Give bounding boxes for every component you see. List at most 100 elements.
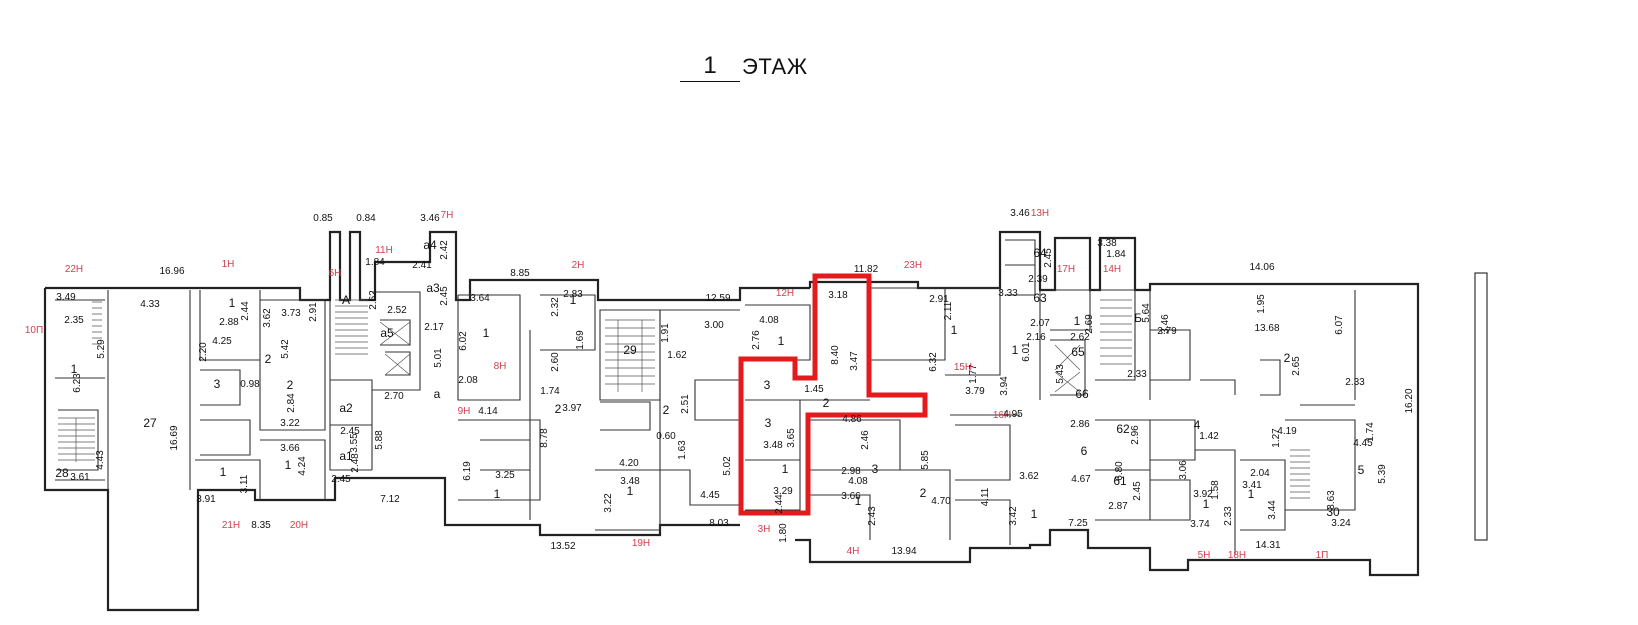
room-dimension: 2.84	[286, 393, 297, 413]
room-dimension: 3.00	[704, 320, 724, 331]
room-dimension: 3.79	[965, 386, 985, 397]
unit-label: 5Н	[1198, 550, 1211, 561]
room-number: 1	[782, 462, 789, 476]
room-dimension: 3.97	[562, 403, 582, 414]
unit-label: 3Н	[758, 524, 771, 535]
room-dimension: 2.76	[751, 330, 762, 350]
unit-label: 22Н	[65, 264, 83, 275]
room-dimension: 6.07	[1334, 315, 1345, 335]
room-dimension: 2.42	[439, 240, 450, 260]
room-number: 1	[627, 484, 634, 498]
plan-title: 1 ЭТАЖ	[680, 52, 860, 88]
room-dimension: 2.39	[1028, 274, 1048, 285]
room-number: 1	[1074, 314, 1081, 328]
room-number: 66	[1075, 387, 1089, 401]
room-number: а3	[426, 281, 440, 295]
room-dimension: 2.33	[1345, 377, 1365, 388]
room-number: 65	[1071, 345, 1085, 359]
unit-label: 4Н	[847, 546, 860, 557]
room-dimension: 4.95	[1003, 409, 1023, 420]
room-number: А	[342, 293, 350, 307]
room-number: 1	[494, 487, 501, 501]
room-dimension: 3.62	[262, 308, 273, 328]
room-dimension: 3.63	[1326, 490, 1337, 510]
bottom-dimension: 7.12	[380, 494, 400, 505]
room-number: 2	[265, 352, 272, 366]
bottom-dimension: 8.03	[709, 518, 729, 529]
room-dimension: 2.69	[1084, 314, 1095, 334]
room-number: Б	[1134, 311, 1142, 325]
unit-label: 21Н	[222, 520, 240, 531]
overall-right-dimension: 16.20	[1404, 388, 1415, 413]
unit-label: 8Н	[494, 361, 507, 372]
room-dimension: 3.65	[786, 428, 797, 448]
top-dimension: 14.06	[1249, 262, 1274, 273]
room-dimension: 1.91	[660, 323, 671, 343]
highlighted-unit-outline	[738, 273, 928, 516]
room-dimension: 3.11	[239, 474, 250, 493]
room-number: а	[434, 387, 441, 401]
room-dimension: 2.60	[550, 352, 561, 372]
top-dimension: 1.84	[365, 257, 385, 268]
room-dimension: 2.45	[340, 426, 360, 437]
room-dimension: 2.33	[1223, 506, 1234, 526]
room-dimension: 1.74	[1365, 422, 1376, 442]
room-dimension: 2.88	[219, 317, 239, 328]
room-dimension: 4.67	[1071, 474, 1091, 485]
room-number: а2	[339, 401, 353, 415]
room-number: 3	[872, 462, 879, 476]
top-dimension: 0.85	[313, 213, 333, 224]
room-number: 1	[1248, 487, 1255, 501]
room-dimension: 1.42	[1199, 431, 1219, 442]
room-dimension: 6.23	[72, 373, 83, 393]
top-dimension: 12.59	[705, 293, 730, 304]
room-dimension: 3.47	[849, 351, 860, 371]
room-number: 2	[1284, 351, 1291, 365]
top-dimension: 0.84	[356, 213, 376, 224]
room-dimension: 3.66	[841, 491, 861, 502]
room-dimension: 2.43	[867, 506, 878, 526]
room-number: 1	[778, 334, 785, 348]
room-dimension: 2.45	[1043, 248, 1054, 268]
room-dimension: 3.22	[603, 493, 614, 513]
room-dimension: 2.45	[331, 474, 351, 485]
room-dimension: 1.77	[968, 364, 979, 384]
room-dimension: 1.74	[540, 386, 560, 397]
unit-label: 18Н	[1228, 550, 1246, 561]
room-dimension: 3.66	[280, 443, 300, 454]
room-dimension: 2.44	[240, 301, 251, 321]
unit-label: 23Н	[904, 260, 922, 271]
room-dimension: 1.63	[677, 440, 688, 460]
room-number: 6	[1081, 444, 1088, 458]
top-dimension: 11.82	[854, 264, 879, 275]
unit-label: 10П	[25, 325, 43, 336]
room-dimension: 3.74	[1190, 519, 1210, 530]
room-number: 2	[287, 378, 294, 392]
room-dimension: 2.07	[1030, 318, 1050, 329]
room-dimension: 1.27	[1271, 428, 1282, 448]
room-dimension: 8.78	[539, 428, 550, 448]
room-dimension: 16.69	[169, 425, 180, 450]
room-dimension: 0.98	[240, 379, 260, 390]
bottom-dimension: 13.52	[550, 541, 575, 552]
room-dimension: 3.91	[196, 494, 216, 505]
unit-label: 7Н	[441, 210, 454, 221]
room-dimension: 3.06	[1178, 460, 1189, 480]
room-dimension: 4.19	[1277, 426, 1297, 437]
room-dimension: 6.80	[1114, 461, 1125, 481]
room-number: 1	[1012, 343, 1019, 357]
room-dimension: 2.48	[350, 453, 361, 473]
room-dimension: 4.11	[980, 487, 991, 506]
room-dimension: 3.61	[70, 472, 90, 483]
room-number: 27	[143, 416, 157, 430]
room-dimension: 3.42	[1008, 506, 1019, 526]
room-dimension: 2.46	[860, 430, 871, 450]
room-dimension: 2.11	[943, 301, 954, 320]
top-dimension: 8.85	[510, 268, 530, 279]
room-dimension: 1.80	[778, 523, 789, 543]
room-dimension: 3.22	[280, 418, 300, 429]
room-dimension: 2.52	[387, 305, 407, 316]
